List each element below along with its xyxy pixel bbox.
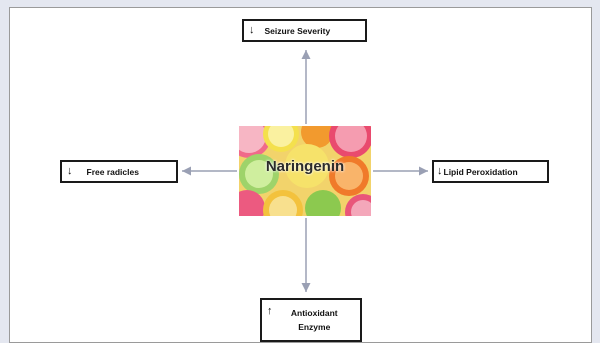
antioxidant-label: Antioxidant [290,308,338,318]
free-radicles-label: Free radicles [86,166,139,177]
increase-arrow-icon: ↑ [267,305,273,317]
lipid-peroxidation-label: Lipid Peroxidation [443,166,518,177]
free-radicles-box: ↓ Free radicles [60,160,178,183]
antioxidant-enzyme-box: ↑ Antioxidant Enzyme [260,298,362,342]
citrus-fruit-image: Naringenin [239,126,371,216]
citrus-slices-illustration [239,126,371,216]
diagram-panel: ↓ Seizure Severity ↓ Free radicles ↓ Lip… [9,7,592,343]
naringenin-label: Naringenin [265,158,345,175]
decrease-arrow-icon: ↓ [67,165,73,177]
decrease-arrow-icon: ↓ [437,165,443,177]
seizure-severity-box: ↓ Seizure Severity [242,19,367,42]
lipid-peroxidation-box: ↓ Lipid Peroxidation [432,160,549,183]
connector-arrows [182,50,428,292]
decrease-arrow-icon: ↓ [249,24,255,36]
enzyme-label: Enzyme [298,322,331,332]
seizure-severity-label: Seizure Severity [264,25,331,36]
